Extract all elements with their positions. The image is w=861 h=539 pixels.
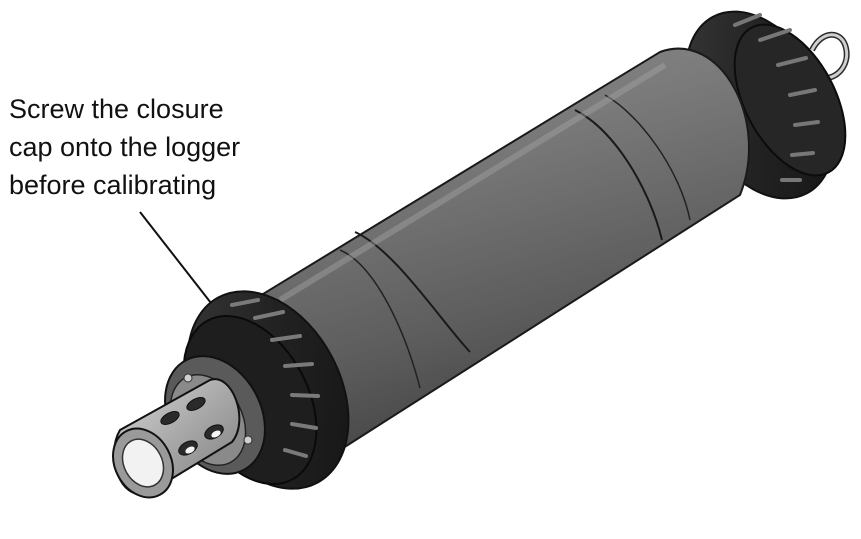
callout-text: Screw the closure cap onto the logger be… xyxy=(9,90,309,204)
callout-line-1: Screw the closure xyxy=(9,94,224,124)
callout-line-2: cap onto the logger xyxy=(9,132,241,162)
logger-body xyxy=(241,47,750,458)
callout-line-3: before calibrating xyxy=(9,170,217,200)
hanging-loop-icon xyxy=(809,31,850,82)
sensor-guard xyxy=(112,378,241,499)
leader-line xyxy=(139,211,219,313)
